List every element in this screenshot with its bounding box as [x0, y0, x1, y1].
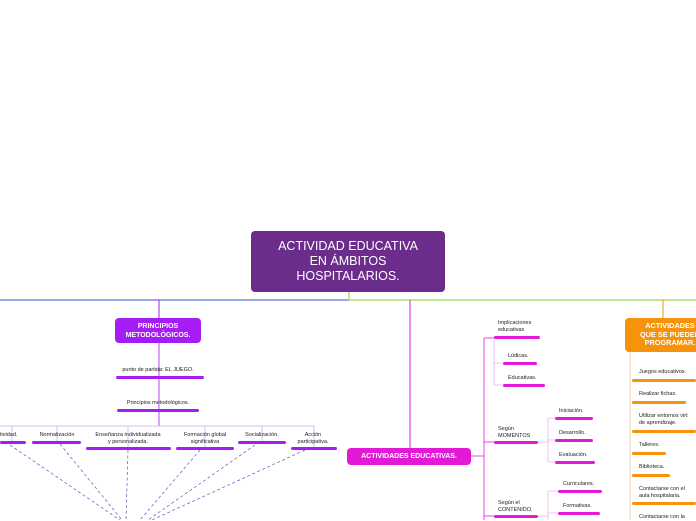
programar-item-biblioteca-underline [632, 474, 670, 477]
principio-item-ensenanza-line-1: Enseñanza individualizada [95, 432, 161, 438]
programar-item-talleres-underline [632, 452, 666, 455]
programar-title-line-2: QUE SE PUEDEN [639, 329, 696, 339]
segun-momentos-line-2: MOMENTOS [498, 433, 531, 439]
principio-item-normalizacion[interactable]: Normalización [39, 432, 75, 438]
principio-item-accion-underline [291, 447, 337, 450]
programar-title-line-3: PROGRAMAR. [644, 338, 696, 347]
programar-item-entornos[interactable]: Utilizar entornos virt de aprendizaje. [639, 413, 688, 427]
principio-item-ensenanza-line-2: y personalizada. [107, 439, 149, 445]
principio-item-normalizacion-underline [32, 441, 81, 444]
principio-item-formacion-underline [176, 447, 234, 450]
root-title-line-2: EN ÁMBITOS [309, 254, 387, 268]
programar-item-aula[interactable]: Contactarse con el aula hospitalaria. [639, 486, 685, 500]
momento-evaluacion[interactable]: Evaluación. [559, 452, 588, 458]
principio-item-ensenanza-underline [86, 447, 171, 450]
actividades-programar-node[interactable]: ACTIVIDADES QUE SE PUEDEN PROGRAMAR. [625, 318, 696, 352]
implicacion-ludicas[interactable]: Lúdicas. [508, 353, 529, 359]
segun-contenido-line-1: Según el [498, 500, 520, 506]
segun-momentos-line-1: Según [498, 426, 514, 432]
momento-evaluacion-underline [555, 461, 595, 464]
principio-item-socializacion[interactable]: Socialización. [245, 432, 279, 438]
implicacion-ludicas-underline [503, 362, 537, 365]
programar-item-entornos-line-2: de aprendizaje. [639, 420, 677, 426]
principio-item-actividad-underline [0, 441, 26, 444]
programar-item-biblioteca[interactable]: Biblioteca. [639, 464, 665, 470]
principios-metodologicos-label[interactable]: Principios metodológicos. [126, 400, 190, 406]
implicacion-educativas[interactable]: Educativas. [508, 375, 537, 381]
punto-partida-underline [116, 376, 204, 379]
principios-metodologicos-underline [117, 409, 199, 412]
root-title-line-1: ACTIVIDAD EDUCATIVA [278, 239, 418, 253]
punto-partida-label[interactable]: punto de partida: EL JUEGO. [122, 367, 194, 373]
momento-iniciacion[interactable]: Iniciación. [559, 408, 584, 414]
programar-item-entornos-line-1: Utilizar entornos virt [639, 413, 688, 419]
contenido-curriculares[interactable]: Curriculares. [563, 481, 595, 487]
segun-contenido-underline [494, 515, 538, 518]
implicaciones-underline [494, 336, 540, 339]
segun-momentos-label[interactable]: Según MOMENTOS [498, 426, 530, 440]
principio-item-accion-line-1: Acción [304, 432, 322, 438]
principio-item-accion[interactable]: Acción participativa. [290, 432, 336, 446]
root-node[interactable]: ACTIVIDAD EDUCATIVA EN ÁMBITOS HOSPITALA… [251, 231, 445, 292]
contenido-curriculares-underline [558, 490, 602, 493]
root-title-line-3: HOSPITALARIOS. [296, 269, 400, 283]
principios-title-line-2: METODOLÓGICOS. [125, 332, 191, 339]
programar-item-fichas[interactable]: Realizar fichas. [639, 391, 677, 397]
momento-desarrollo[interactable]: Desarrollo. [559, 430, 586, 436]
programar-item-aula-line-2: aula hospitalaria. [639, 493, 681, 499]
programar-item-entornos-underline [632, 430, 696, 433]
principios-node[interactable]: PRINCIPIOS METODOLÓGICOS. [115, 318, 201, 343]
contenido-formativas[interactable]: Formativas. [563, 503, 592, 509]
programar-item-fichas-underline [632, 401, 686, 404]
segun-contenido-line-2: CONTENIDO. [498, 507, 533, 513]
principios-title-line-1: PRINCIPIOS [137, 323, 179, 330]
programar-item-talleres[interactable]: Talleres. [639, 442, 660, 448]
segun-momentos-underline [494, 441, 538, 444]
segun-contenido-label[interactable]: Según el CONTENIDO. [498, 500, 533, 514]
implicacion-educativas-underline [503, 384, 545, 387]
programar-item-aula-underline [632, 502, 696, 505]
programar-item-juegos-underline [632, 379, 696, 382]
principio-item-actividad[interactable]: tividad. [0, 432, 18, 438]
principio-item-formacion-line-1: Formación global [183, 432, 227, 438]
programar-item-contactarse[interactable]: Contactarse con la [639, 514, 685, 520]
programar-title-line-1: ACTIVIDADES [645, 321, 695, 330]
actividades-educativas-node[interactable]: ACTIVIDADES EDUCATIVAS. [347, 448, 471, 465]
momento-desarrollo-underline [555, 439, 593, 442]
momento-iniciacion-underline [555, 417, 593, 420]
principio-item-socializacion-underline [238, 441, 286, 444]
implicaciones-line-1: Implicaciones [498, 320, 532, 326]
programar-item-juegos[interactable]: Juegos educativos. [639, 369, 687, 375]
principio-item-accion-line-2: participativa. [297, 439, 329, 445]
principio-item-ensenanza[interactable]: Enseñanza individualizada y personalizad… [86, 432, 170, 446]
principio-item-formacion[interactable]: Formación global significativa [176, 432, 234, 446]
principio-item-formacion-line-2: significativa [190, 439, 220, 445]
contenido-formativas-underline [558, 512, 600, 515]
implicaciones-line-2: educativas [498, 327, 525, 333]
implicaciones-educativas-label[interactable]: Implicaciones educativas [498, 320, 531, 334]
programar-item-aula-line-1: Contactarse con el [639, 486, 685, 492]
